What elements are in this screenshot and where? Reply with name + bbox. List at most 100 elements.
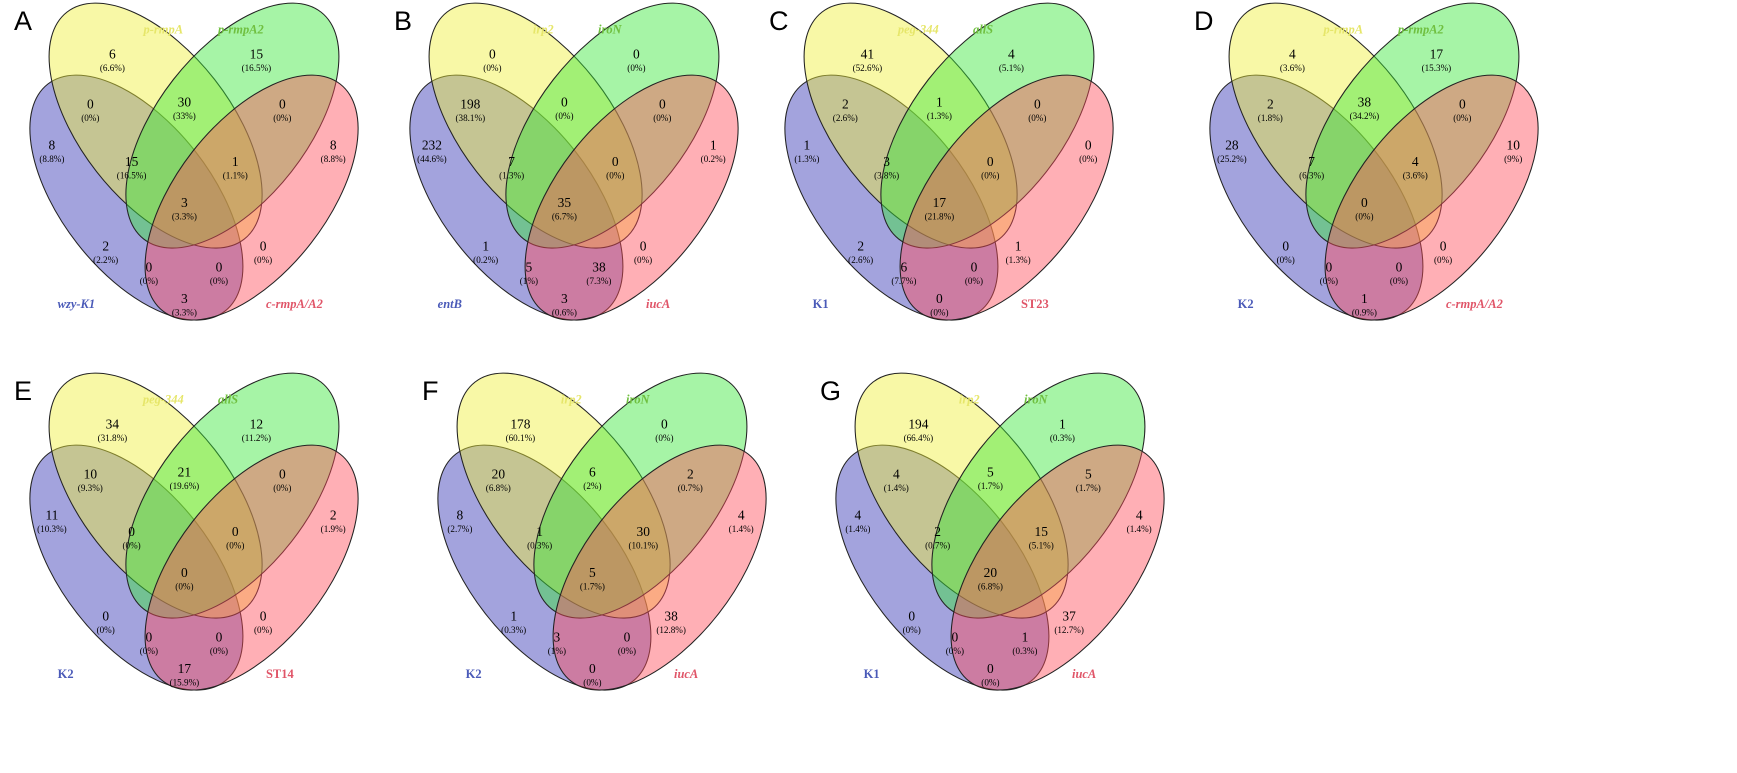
panel-letter: D — [1194, 6, 1214, 36]
set-label: wzy-K1 — [58, 297, 95, 311]
region-count: 20 — [492, 466, 506, 481]
region-count: 0 — [908, 608, 915, 623]
set-ellipse — [880, 2, 1095, 249]
region-count: 0 — [633, 46, 640, 61]
set-ellipse — [29, 74, 244, 321]
region-percent: (2.6%) — [833, 113, 858, 123]
panel-letter: B — [394, 6, 412, 36]
region-percent: (1.4%) — [845, 524, 870, 534]
region-count: 17 — [1430, 46, 1444, 61]
set-label: iucA — [674, 667, 698, 681]
venn-panel-a: A8(8.8%)3(3.3%)2(2.2%)0(0%)0(0%)0(0%)15(… — [14, 2, 359, 321]
venn-panel-g: G4(1.4%)0(0%)0(0%)0(0%)4(1.4%)1(0.3%)2(0… — [820, 372, 1165, 691]
region-percent: (31.8%) — [98, 433, 128, 443]
region-count: 4 — [1412, 154, 1419, 169]
region-percent: (6.7%) — [552, 212, 577, 222]
region-percent: (6.8%) — [978, 582, 1003, 592]
region-percent: (1.3%) — [794, 154, 819, 164]
region-count: 4 — [855, 508, 862, 523]
region-percent: (0.2%) — [701, 154, 726, 164]
set-ellipse — [428, 2, 643, 249]
region-percent: (1.9%) — [321, 524, 346, 534]
set-ellipse — [950, 444, 1165, 691]
region-count: 30 — [637, 524, 651, 539]
region-percent: (0%) — [273, 113, 291, 123]
region-percent: (1.7%) — [1076, 483, 1101, 493]
set-ellipse — [835, 444, 1050, 691]
region-count: 5 — [1085, 466, 1092, 481]
region-count: 232 — [422, 138, 442, 153]
region-count: 10 — [1506, 138, 1520, 153]
region-percent: (10.3%) — [37, 524, 67, 534]
region-count: 15 — [250, 46, 264, 61]
region-percent: (6.8%) — [486, 483, 511, 493]
region-count: 0 — [1459, 96, 1466, 111]
region-count: 38 — [592, 260, 606, 275]
region-count: 0 — [1326, 260, 1333, 275]
region-count: 10 — [84, 466, 98, 481]
set-ellipse — [409, 74, 624, 321]
region-percent: (0%) — [653, 113, 671, 123]
region-count: 0 — [987, 154, 994, 169]
set-label: iroN — [1024, 392, 1049, 406]
region-percent: (9.3%) — [78, 483, 103, 493]
set-ellipse — [854, 372, 1069, 619]
region-percent: (0.6%) — [552, 308, 577, 318]
region-percent: (0%) — [1453, 113, 1471, 123]
set-ellipse — [144, 74, 359, 321]
region-count: 2 — [102, 238, 109, 253]
region-percent: (0.3%) — [527, 540, 552, 550]
region-percent: (0.7%) — [925, 540, 950, 550]
region-percent: (0%) — [946, 646, 964, 656]
region-percent: (0%) — [1434, 255, 1452, 265]
venn-panel-d: D28(25.2%)1(0.9%)0(0%)0(0%)2(1.8%)0(0%)7… — [1194, 2, 1539, 321]
region-percent: (0%) — [555, 111, 573, 121]
region-percent: (1.8%) — [1258, 113, 1283, 123]
panel-letter: G — [820, 376, 841, 406]
set-label: entB — [438, 297, 462, 311]
region-count: 4 — [738, 508, 745, 523]
set-ellipse — [437, 444, 652, 691]
region-count: 0 — [612, 154, 619, 169]
region-percent: (0%) — [1277, 255, 1295, 265]
region-percent: (8.8%) — [321, 154, 346, 164]
region-percent: (7.7%) — [891, 276, 916, 286]
set-ellipse — [533, 372, 748, 619]
region-count: 0 — [260, 608, 267, 623]
region-percent: (0%) — [655, 433, 673, 443]
set-label: iucA — [1072, 667, 1096, 681]
region-count: 0 — [260, 238, 267, 253]
region-percent: (1.4%) — [1127, 524, 1152, 534]
region-percent: (0%) — [226, 540, 244, 550]
region-percent: (0%) — [627, 63, 645, 73]
region-percent: (16.5%) — [242, 63, 272, 73]
venn-panel-b: B232(44.6%)3(0.6%)1(0.2%)5(1%)198(38.1%)… — [394, 2, 739, 321]
region-percent: (0%) — [210, 646, 228, 656]
region-count: 37 — [1062, 608, 1076, 623]
venn-panel-c: C1(1.3%)0(0%)2(2.6%)6(7.7%)2(2.6%)0(0%)3… — [769, 2, 1114, 321]
region-count: 8 — [49, 138, 56, 153]
region-count: 15 — [1035, 524, 1049, 539]
region-count: 8 — [457, 508, 464, 523]
region-count: 194 — [908, 416, 928, 431]
region-count: 0 — [1440, 238, 1447, 253]
region-count: 178 — [510, 416, 530, 431]
region-count: 1 — [1022, 630, 1029, 645]
region-count: 0 — [87, 96, 94, 111]
set-label: irp2 — [561, 392, 582, 406]
region-count: 0 — [181, 565, 188, 580]
region-count: 3 — [883, 154, 890, 169]
region-count: 30 — [178, 94, 192, 109]
region-count: 35 — [558, 195, 572, 210]
region-count: 0 — [216, 630, 223, 645]
region-count: 1 — [1059, 416, 1066, 431]
region-count: 0 — [659, 96, 666, 111]
region-count: 0 — [1085, 138, 1092, 153]
region-percent: (0%) — [1390, 276, 1408, 286]
region-percent: (66.4%) — [904, 433, 934, 443]
region-percent: (0%) — [254, 625, 272, 635]
region-count: 0 — [279, 96, 286, 111]
region-percent: (52.6%) — [853, 63, 883, 73]
region-count: 2 — [857, 238, 864, 253]
region-count: 0 — [661, 416, 668, 431]
